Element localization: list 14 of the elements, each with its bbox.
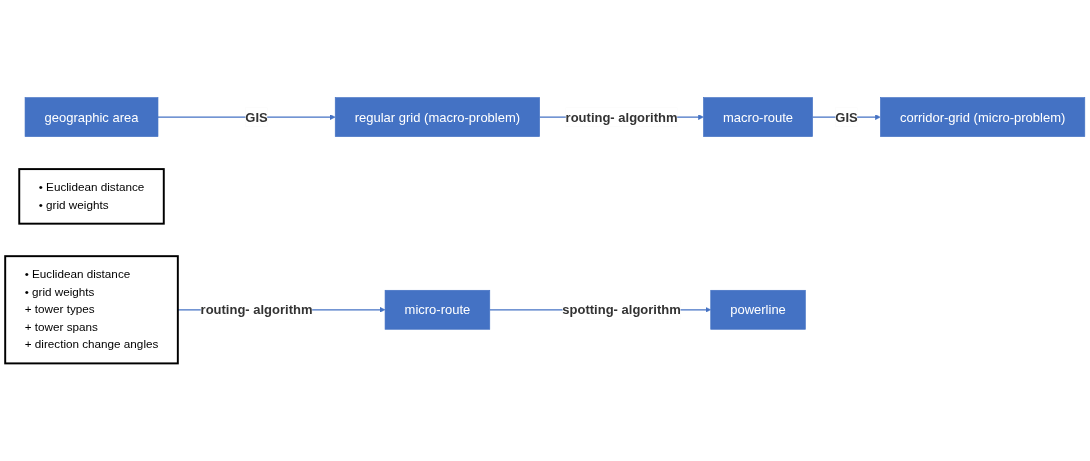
node-box: corridor-grid (micro-problem) [880, 97, 1086, 137]
node-box: • Euclidean distance • grid weights [18, 168, 165, 225]
edge-label: routing- algorithm [200, 302, 313, 317]
node-box: geographic area [24, 97, 159, 137]
edge-label: routing- algorithm [565, 109, 678, 125]
node-box: macro-route [703, 97, 813, 137]
node-box: regular grid (macro-problem) [334, 97, 540, 137]
arrow [157, 114, 336, 120]
node-box: powerline [710, 289, 806, 330]
edge-label: spotting- algorithm [562, 302, 681, 317]
node-box: micro-route [384, 289, 491, 330]
edge-label: GIS [835, 109, 858, 125]
edge-label: GIS [245, 109, 268, 125]
node-box: • Euclidean distance • grid weights + tower types + tower spans + direction change angles [4, 255, 179, 365]
